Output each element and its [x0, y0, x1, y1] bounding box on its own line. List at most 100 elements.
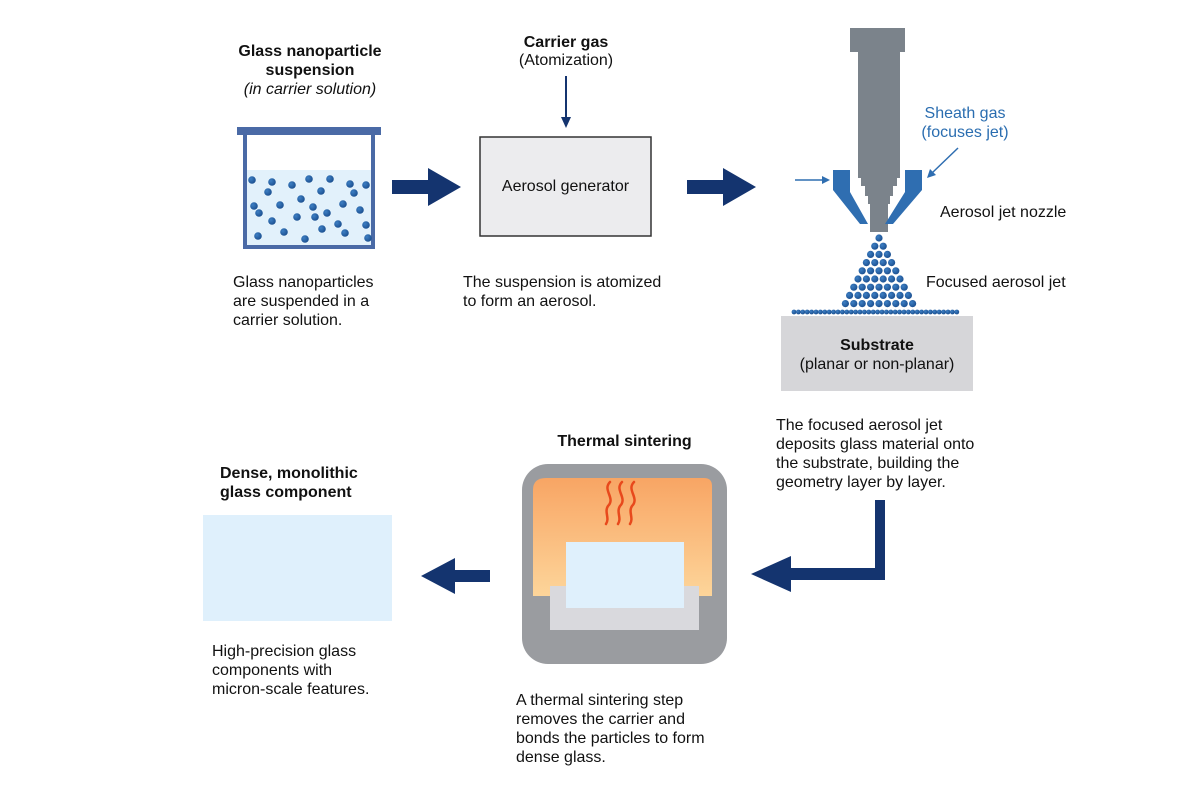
nozzle-body — [850, 28, 905, 232]
particle — [932, 309, 938, 315]
particle — [309, 203, 317, 211]
caption-line: are suspended in a — [233, 293, 370, 310]
aerosol-generator-label: Aerosol generator — [501, 178, 630, 195]
particle — [901, 309, 907, 315]
particle — [364, 234, 372, 242]
particle — [796, 309, 801, 315]
particle — [326, 175, 334, 183]
caption-line: bonds the particles to form — [516, 730, 705, 747]
particle — [305, 175, 313, 183]
beaker — [237, 127, 381, 249]
particle — [954, 309, 960, 315]
particle — [909, 300, 917, 308]
particle — [870, 309, 876, 315]
step1-caption: Glass nanoparticles are suspended in a c… — [233, 273, 433, 330]
particle — [892, 309, 898, 315]
arrow-shape — [392, 168, 461, 206]
particle — [318, 225, 326, 233]
particle — [809, 309, 814, 315]
particle — [871, 275, 879, 283]
particle — [254, 232, 262, 240]
particle — [831, 309, 836, 315]
sheath-gas-line1: Sheath gas — [924, 105, 1006, 122]
aerosol-jet-nozzle — [795, 28, 959, 232]
particle — [875, 267, 883, 275]
particle — [892, 283, 900, 291]
glass-component — [203, 515, 392, 621]
carrier-gas-arrow-head — [561, 117, 571, 128]
particle — [950, 309, 955, 315]
particle — [791, 309, 797, 315]
particle — [288, 181, 296, 189]
jet-label: Focused aerosol jet — [926, 274, 1066, 291]
particle — [844, 309, 850, 315]
particle — [858, 300, 866, 308]
particle — [897, 309, 902, 315]
beaker-lid — [237, 127, 381, 135]
caption-line: removes the carrier and — [516, 711, 685, 728]
final-component-title: Dense, monolithic glass component — [220, 464, 420, 502]
particle — [862, 259, 871, 267]
step4-caption: A thermal sintering step removes the car… — [516, 691, 756, 767]
particle — [871, 242, 879, 250]
particle — [268, 178, 276, 186]
caption-line: The suspension is atomized — [463, 274, 662, 291]
step1-title-line1: Glass nanoparticle — [238, 43, 382, 60]
particle — [350, 189, 358, 197]
particle — [879, 259, 887, 267]
particle — [906, 309, 911, 315]
particle — [850, 283, 858, 291]
particle — [264, 188, 272, 196]
beaker-walls — [243, 135, 375, 249]
particle — [883, 267, 892, 275]
carrier-gas-arrow — [561, 76, 571, 128]
particle — [910, 309, 916, 315]
particle — [883, 250, 892, 258]
caption-line: to form an aerosol. — [463, 293, 597, 310]
particle — [871, 291, 879, 299]
particle — [888, 259, 896, 267]
particle — [945, 309, 951, 315]
caption-line: components with — [212, 662, 333, 679]
particle — [822, 309, 828, 315]
particle — [800, 309, 806, 315]
particle — [888, 291, 896, 299]
particle — [892, 267, 900, 275]
final-title-line2: glass component — [220, 484, 352, 501]
particle — [900, 283, 908, 291]
particle — [875, 234, 883, 242]
particle — [875, 300, 883, 308]
substrate-title: Substrate — [840, 337, 914, 354]
particle — [268, 217, 276, 225]
particle — [888, 275, 896, 283]
aerosol-generator-box — [479, 136, 652, 237]
sintering-furnace — [522, 464, 727, 664]
sintering-title: Thermal sintering — [557, 433, 692, 450]
particle — [879, 309, 885, 315]
substrate — [781, 316, 973, 391]
step5-caption: High-precision glass components with mic… — [212, 642, 432, 699]
particle — [334, 220, 342, 228]
caption-line: the substrate, building the — [776, 455, 960, 472]
particle — [867, 300, 875, 308]
particle — [804, 309, 810, 315]
sheath-gas-line2: (focuses jet) — [921, 124, 1009, 141]
caption-line: carrier solution. — [233, 312, 343, 329]
particle — [818, 309, 823, 315]
particle — [896, 275, 904, 283]
particle — [879, 291, 887, 299]
step3-caption: The focused aerosol jet deposits glass m… — [776, 416, 1016, 492]
particle — [867, 283, 875, 291]
step1-title: Glass nanoparticle suspension — [205, 42, 415, 80]
caption-line: Glass nanoparticles — [233, 274, 374, 291]
particle — [879, 275, 887, 283]
particle — [892, 300, 900, 308]
particle — [923, 309, 929, 315]
particle — [835, 309, 841, 315]
caption-line: dense glass. — [516, 749, 606, 766]
heat-waves-icon — [604, 480, 636, 526]
particle — [317, 187, 325, 195]
particle — [826, 309, 832, 315]
deposited-layer — [791, 309, 960, 315]
sheath-gas-arrow-right-head — [927, 169, 936, 178]
